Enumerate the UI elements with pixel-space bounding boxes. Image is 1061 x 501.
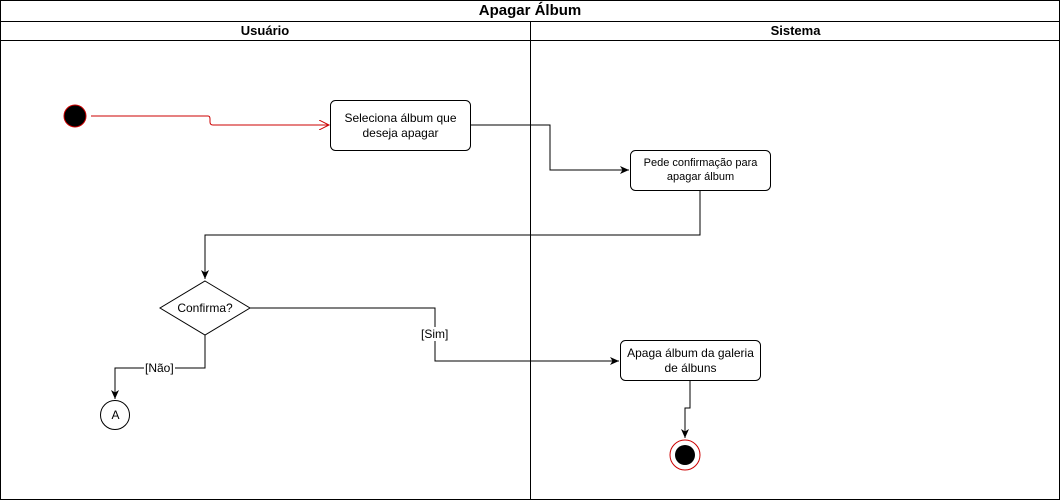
edge-select-to-confirm-request [470,124,629,174]
lane-title-system: Sistema [770,23,821,38]
lane-title-user: Usuário [240,23,290,38]
edge-yes-label: [Sim] [420,327,450,341]
connector-node[interactable] [100,400,130,430]
action-delete-album-label: Apaga álbum da galeria de álbuns [627,346,754,375]
connector-label: A [111,408,120,423]
edge-request-to-decision [201,191,701,279]
edge-no-label: [Não] [144,361,175,375]
action-delete-album[interactable] [620,340,761,381]
edge-start-to-select [91,115,329,125]
final-node[interactable] [675,445,695,465]
diagram-title: Apagar Álbum [478,2,582,19]
action-request-confirmation[interactable] [630,150,771,191]
decision-label: Confirma? [177,300,233,315]
initial-node[interactable] [63,104,87,128]
edge-delete-to-final [681,381,691,438]
action-select-album-label: Seleciona álbum que deseja apagar [344,111,457,140]
action-request-confirmation-label: Pede confirmação para apagar álbum [643,157,758,183]
